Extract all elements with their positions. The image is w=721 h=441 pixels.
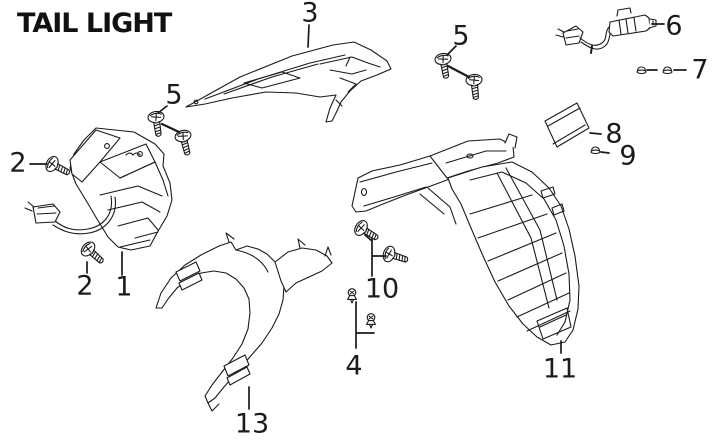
part-9-nut <box>590 146 601 155</box>
part-8-drawing <box>544 102 590 148</box>
part-6-drawing <box>555 7 657 54</box>
part-label-10: 10 <box>364 273 400 305</box>
diagram-title: TAIL LIGHT <box>17 8 172 39</box>
part-label-8: 8 <box>605 118 623 150</box>
part-label-1: 1 <box>115 271 133 303</box>
part-label-2-bottom: 2 <box>76 270 94 302</box>
part-5-screws-top <box>433 51 485 101</box>
part-label-11: 11 <box>542 353 578 385</box>
part-2-screw-left <box>42 153 74 181</box>
callout-lines <box>29 23 687 410</box>
part-3-drawing <box>185 41 392 123</box>
part-label-5-top: 5 <box>452 20 470 52</box>
part-label-2-left: 2 <box>9 147 27 179</box>
part-label-5-left: 5 <box>165 79 183 111</box>
part-2-screw-bottom <box>78 238 109 269</box>
part-label-9: 9 <box>619 140 637 172</box>
part-1-drawing <box>24 127 173 251</box>
part-label-7: 7 <box>691 54 709 86</box>
part-label-4: 4 <box>345 350 363 382</box>
part-label-13: 13 <box>234 408 270 440</box>
part-10-screws <box>351 217 411 269</box>
part-label-3: 3 <box>301 0 319 29</box>
part-13-drawing <box>155 232 333 412</box>
part-11-drawing <box>351 133 580 346</box>
part-label-6: 6 <box>665 10 683 42</box>
